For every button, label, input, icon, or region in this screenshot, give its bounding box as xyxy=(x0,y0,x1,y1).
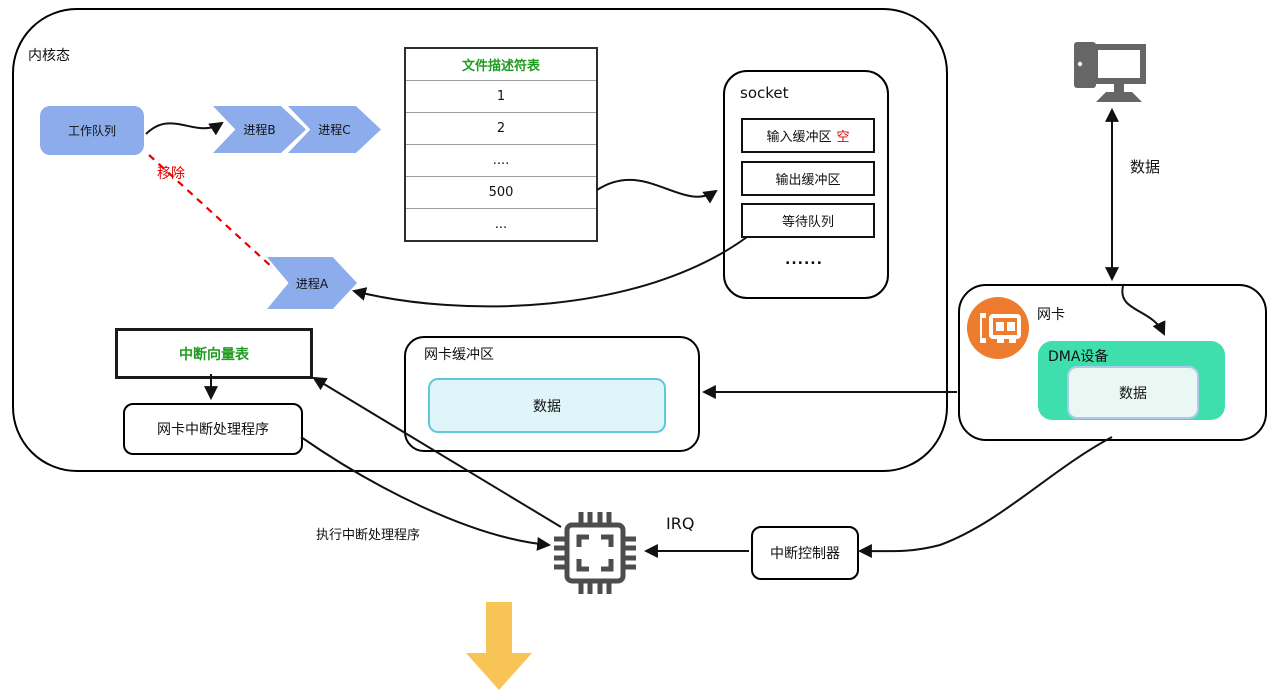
file-descriptor-table: 文件描述符表 1 2 .... 500 ... xyxy=(404,47,598,242)
fd-table-row: 1 xyxy=(406,81,596,113)
kernel-mode-label: 内核态 xyxy=(28,48,70,64)
dma-data-box: 数据 xyxy=(1067,366,1199,419)
nic-card-icon xyxy=(967,297,1029,359)
computer-data-label: 数据 xyxy=(1130,158,1161,176)
nic-interrupt-handler: 网卡中断处理程序 xyxy=(123,403,303,455)
fd-table-row: .... xyxy=(406,145,596,177)
input-buffer-label: 输入缓冲区 xyxy=(766,130,832,145)
work-queue-box: 工作队列 xyxy=(40,106,144,155)
fd-table-row: 2 xyxy=(406,113,596,145)
nic-label: 网卡 xyxy=(1037,307,1065,323)
dma-device-label: DMA设备 xyxy=(1048,349,1109,365)
nic-buffer-label: 网卡缓冲区 xyxy=(424,347,494,363)
irq-label: IRQ xyxy=(666,514,695,533)
process-c-label: 进程C xyxy=(318,123,351,137)
socket-output-buffer: 输出缓冲区 xyxy=(741,161,875,196)
work-queue-label: 工作队列 xyxy=(67,124,116,138)
socket-ellipsis: ...... xyxy=(785,252,823,268)
socket-wait-queue: 等待队列 xyxy=(741,203,875,238)
computer-icon xyxy=(1074,42,1146,102)
output-buffer-label: 输出缓冲区 xyxy=(775,173,841,188)
socket-input-buffer: 输入缓冲区 空 xyxy=(741,118,875,153)
wait-queue-label: 等待队列 xyxy=(781,215,834,230)
cpu-icon xyxy=(554,512,636,594)
input-buffer-status: 空 xyxy=(836,130,850,145)
interrupt-controller-box: 中断控制器 xyxy=(751,526,859,580)
socket-title: socket xyxy=(740,84,789,102)
down-arrow-icon xyxy=(466,602,532,690)
exec-handler-label: 执行中断处理程序 xyxy=(316,528,421,543)
fd-table-row: 500 xyxy=(406,177,596,209)
fd-table-row: ... xyxy=(494,217,508,232)
interrupt-vector-table: 中断向量表 xyxy=(115,328,313,379)
process-a-label: 进程A xyxy=(295,276,329,291)
process-b-label: 进程B xyxy=(243,123,276,137)
fd-table-title: 文件描述符表 xyxy=(406,49,596,81)
nic-buffer-data-box: 数据 xyxy=(428,378,666,433)
remove-label: 移除 xyxy=(157,166,185,182)
